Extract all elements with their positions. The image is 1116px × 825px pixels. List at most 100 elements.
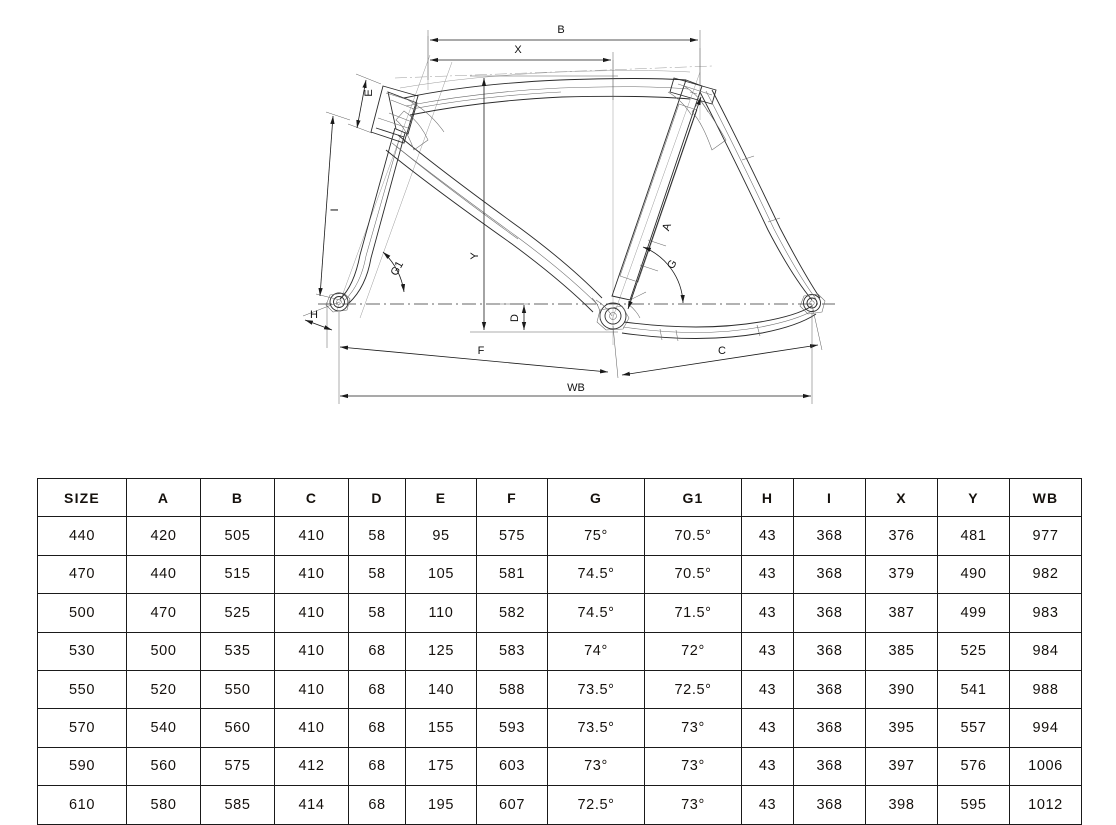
cell-x: 397 — [865, 746, 938, 787]
cell-wb: 983 — [1009, 593, 1082, 633]
cell-d: 58 — [348, 593, 406, 633]
cell-f: 583 — [476, 631, 548, 671]
column-header-g: G — [547, 477, 645, 518]
cell-y: 481 — [937, 516, 1010, 556]
dim-label-F: F — [478, 345, 485, 357]
cell-c: 410 — [274, 708, 349, 748]
cell-c: 410 — [274, 554, 349, 595]
cell-d: 68 — [348, 708, 406, 748]
cell-h: 43 — [741, 554, 794, 595]
cell-y: 595 — [937, 785, 1010, 825]
frame-geometry-diagram: B X E I G1 G — [302, 24, 835, 404]
cell-c: 414 — [274, 785, 349, 825]
cell-h: 43 — [741, 785, 794, 825]
cell-y: 490 — [937, 554, 1010, 595]
cell-a: 560 — [126, 746, 201, 787]
cell-y: 576 — [937, 746, 1010, 787]
dim-label-C: C — [718, 345, 726, 357]
cell-b: 515 — [200, 554, 275, 595]
column-header-x: X — [865, 477, 938, 518]
cell-x: 390 — [865, 669, 938, 710]
cell-b: 535 — [200, 631, 275, 671]
cell-d: 58 — [348, 554, 406, 595]
cell-f: 588 — [476, 669, 548, 710]
cell-size: 440 — [37, 516, 127, 556]
cell-wb: 977 — [1009, 516, 1082, 556]
cell-g: 73.5° — [547, 708, 645, 748]
cell-i: 368 — [793, 516, 866, 556]
cell-c: 410 — [274, 516, 349, 556]
cell-y: 541 — [937, 669, 1010, 710]
cell-e: 95 — [405, 516, 477, 556]
frame-drawing-svg: B X E I G1 G — [302, 24, 835, 404]
cell-g: 75° — [547, 516, 645, 556]
cell-g1: 73° — [644, 746, 742, 787]
cell-d: 68 — [348, 785, 406, 825]
cell-g: 73.5° — [547, 669, 645, 710]
cell-e: 195 — [405, 785, 477, 825]
dim-label-H: H — [310, 309, 318, 321]
cell-b: 525 — [200, 593, 275, 633]
column-header-e: E — [405, 477, 477, 518]
dim-label-WB: WB — [567, 382, 585, 394]
dim-label-I: I — [329, 208, 341, 211]
cell-f: 607 — [476, 785, 548, 825]
column-header-size: SIZE — [37, 477, 127, 518]
cell-e: 110 — [405, 593, 477, 633]
cell-f: 582 — [476, 593, 548, 633]
cell-g: 74° — [547, 631, 645, 671]
frame-outline — [325, 70, 826, 342]
cell-i: 368 — [793, 554, 866, 595]
cell-size: 610 — [37, 785, 127, 825]
cell-h: 43 — [741, 631, 794, 671]
cell-i: 368 — [793, 631, 866, 671]
cell-x: 398 — [865, 785, 938, 825]
cell-x: 379 — [865, 554, 938, 595]
column-header-f: F — [476, 477, 548, 518]
dim-label-A: A — [660, 221, 674, 232]
column-header-c: C — [274, 477, 349, 518]
construction-lines — [318, 36, 835, 345]
cell-g: 74.5° — [547, 593, 645, 633]
cell-a: 520 — [126, 669, 201, 710]
cell-size: 530 — [37, 631, 127, 671]
column-header-g1: G1 — [644, 477, 742, 518]
cell-g1: 73° — [644, 708, 742, 748]
cell-c: 410 — [274, 669, 349, 710]
cell-size: 590 — [37, 746, 127, 787]
cell-a: 540 — [126, 708, 201, 748]
cell-g: 73° — [547, 746, 645, 787]
dim-label-G1: G1 — [389, 259, 406, 278]
cell-d: 58 — [348, 516, 406, 556]
cell-wb: 982 — [1009, 554, 1082, 595]
cell-g1: 71.5° — [644, 593, 742, 633]
cell-e: 125 — [405, 631, 477, 671]
cell-h: 43 — [741, 669, 794, 710]
column-header-b: B — [200, 477, 275, 518]
cell-f: 603 — [476, 746, 548, 787]
cell-c: 410 — [274, 593, 349, 633]
cell-e: 175 — [405, 746, 477, 787]
cell-x: 387 — [865, 593, 938, 633]
cell-wb: 1012 — [1009, 785, 1082, 825]
cell-g1: 72.5° — [644, 669, 742, 710]
cell-e: 140 — [405, 669, 477, 710]
cell-a: 440 — [126, 554, 201, 595]
cell-f: 581 — [476, 554, 548, 595]
cell-wb: 984 — [1009, 631, 1082, 671]
cell-size: 500 — [37, 593, 127, 633]
cell-x: 376 — [865, 516, 938, 556]
column-header-d: D — [348, 477, 406, 518]
dim-label-E: E — [363, 89, 375, 96]
cell-a: 580 — [126, 785, 201, 825]
cell-x: 385 — [865, 631, 938, 671]
cell-h: 43 — [741, 593, 794, 633]
dim-label-B: B — [557, 24, 564, 36]
cell-y: 525 — [937, 631, 1010, 671]
cell-g1: 73° — [644, 785, 742, 825]
